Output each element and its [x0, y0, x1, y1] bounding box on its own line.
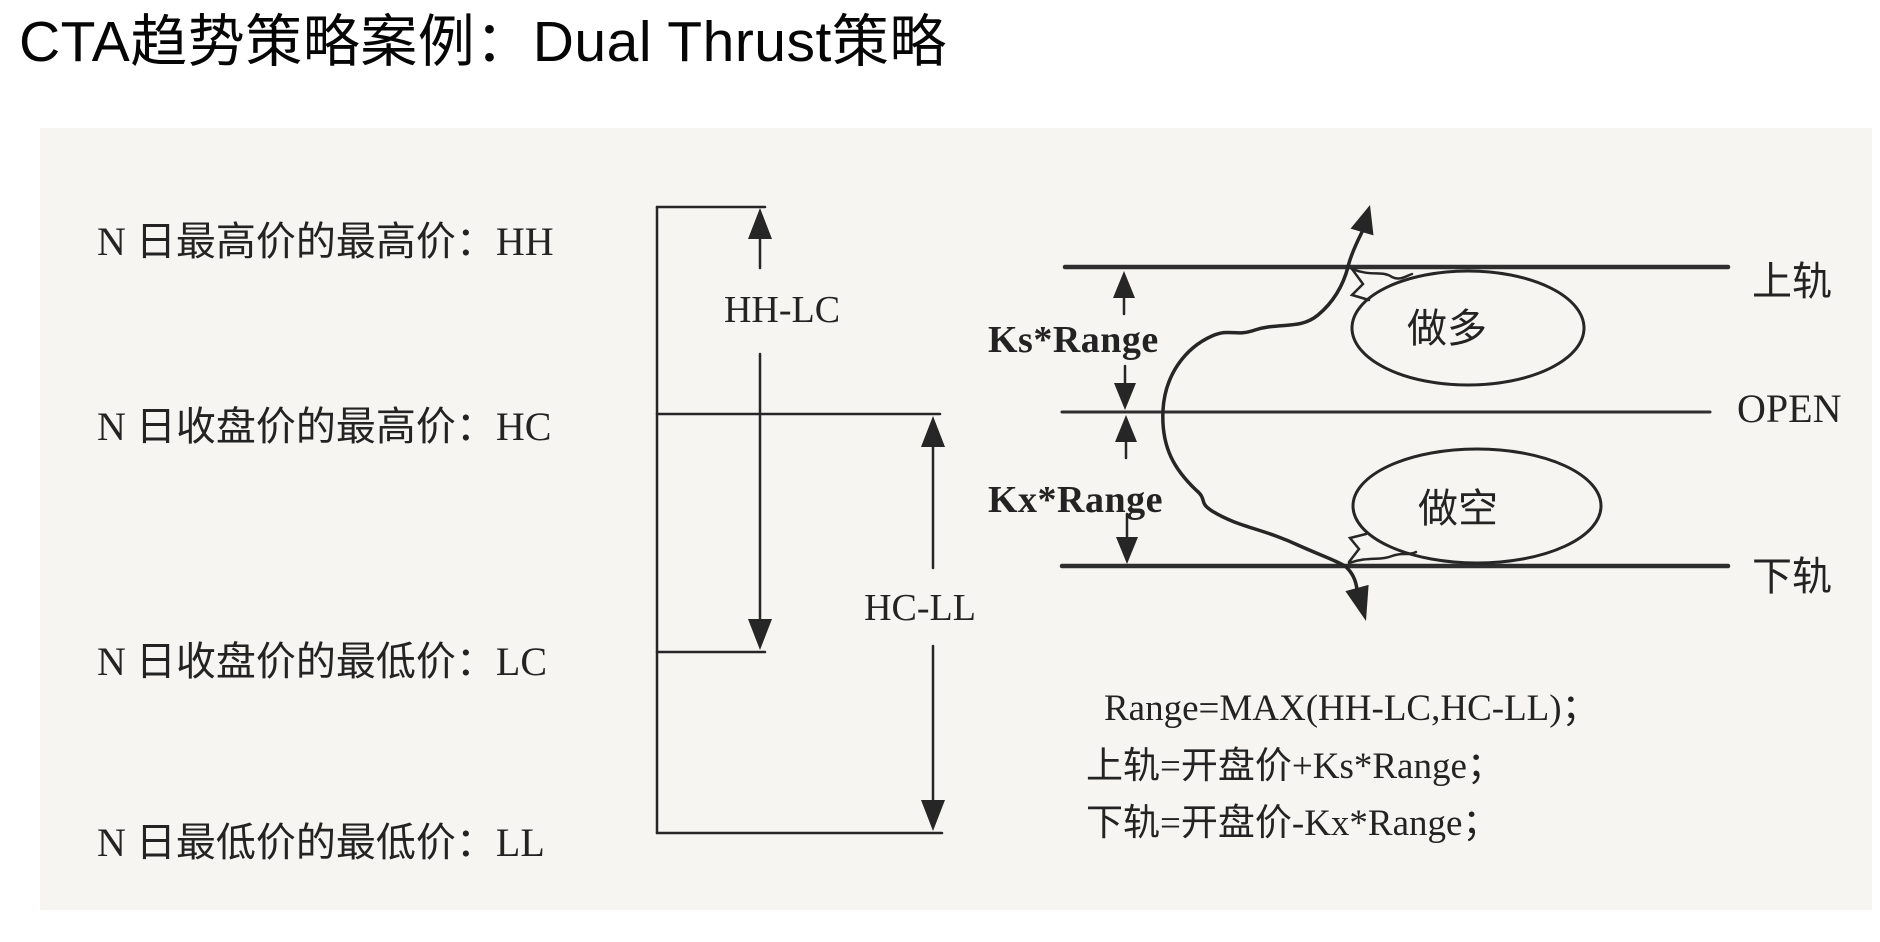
price-path-curve	[1161, 205, 1374, 621]
measure-label-kx-range: Kx*Range	[988, 479, 1163, 521]
formula-range: Range=MAX(HH-LC,HC-LL)；	[1104, 688, 1599, 729]
arrowhead-up	[1113, 271, 1135, 298]
price-path-line	[1161, 230, 1364, 592]
long-bubble-ellipse	[1350, 269, 1586, 387]
short-bubble	[1347, 447, 1603, 565]
bands	[1059, 264, 1731, 569]
hh-lc-arrow	[748, 208, 772, 650]
arrowhead-down	[921, 800, 945, 831]
price-path-top-arrowhead	[1350, 205, 1374, 236]
lower-rail-label: 下轨	[1752, 554, 1832, 599]
range-bracket	[655, 205, 944, 835]
long-bubble	[1349, 267, 1586, 387]
price-path-bottom-arrowhead	[1345, 584, 1369, 621]
long-bubble-tail-top	[1350, 267, 1414, 280]
arrowhead-up	[921, 416, 945, 447]
diagram-strokes	[655, 205, 1731, 835]
definition-label-lc: N 日收盘价的最低价：LC	[97, 639, 547, 684]
ks-range-arrow	[1113, 271, 1136, 410]
long-bubble-label: 做多	[1407, 306, 1487, 351]
measure-label-hh-lc: HH-LC	[723, 289, 841, 331]
arrowhead-down	[1116, 537, 1138, 564]
short-bubble-ellipse	[1351, 447, 1603, 565]
definition-label-ll: N 日最低价的最低价：LL	[97, 820, 545, 865]
short-bubble-tail-notch	[1347, 532, 1368, 564]
kx-range-arrow	[1115, 415, 1138, 564]
definition-label-hh: N 日最高价的最高价：HH	[97, 219, 554, 264]
measure-label-ks-range: Ks*Range	[988, 319, 1159, 361]
measure-label-hc-ll: HC-LL	[864, 587, 976, 629]
formula-upper-rail: 上轨=开盘价+Ks*Range；	[1086, 746, 1504, 787]
upper-rail-label: 上轨	[1752, 259, 1832, 304]
arrowhead-up	[748, 208, 772, 239]
short-bubble-tail-bottom	[1347, 550, 1418, 565]
arrowhead-down	[748, 619, 772, 650]
arrowhead-up	[1115, 415, 1137, 442]
diagram-canvas: N 日最高价的最高价：HH N 日收盘价的最高价：HC N 日收盘价的最低价：L…	[40, 128, 1872, 910]
formula-lower-rail: 下轨=开盘价-Kx*Range；	[1086, 803, 1500, 844]
open-line-label: OPEN	[1737, 386, 1842, 431]
hc-ll-arrow	[921, 416, 945, 831]
short-bubble-label: 做空	[1418, 486, 1498, 531]
long-bubble-tail-notch	[1349, 267, 1371, 302]
page-title: CTA趋势策略案例：Dual Thrust策略	[19, 10, 947, 74]
arrowhead-down	[1114, 383, 1136, 410]
definition-label-hc: N 日收盘价的最高价：HC	[97, 404, 552, 449]
